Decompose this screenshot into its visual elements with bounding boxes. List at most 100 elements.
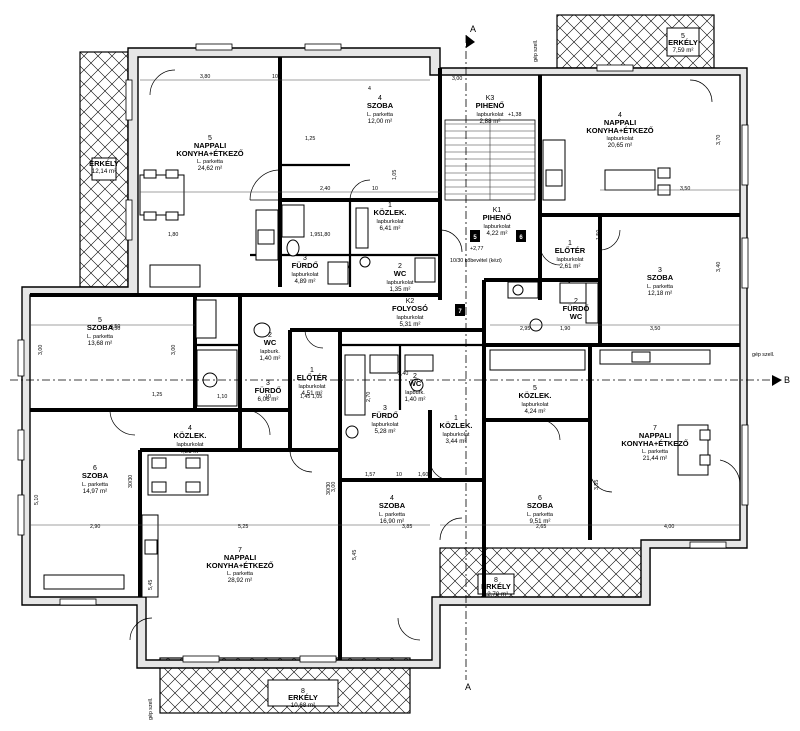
room-number: K3 [486, 95, 495, 102]
room-name: KÖZLEK. [174, 431, 207, 440]
dimension-label: 30/30 [128, 475, 134, 488]
room-area: 1,40 m² [260, 355, 281, 362]
room-flooring: L. parketta [367, 112, 394, 118]
room-area: 12,00 m² [368, 118, 392, 125]
dimension-label: 2,65 [536, 524, 546, 530]
room-name: FÜRDŐ [563, 304, 590, 313]
room-flooring: L. parketta [227, 571, 254, 577]
dimension-label: 5,45 [352, 550, 358, 560]
balcony-area: 7,59 m² [673, 47, 694, 54]
room-area: 4,24 m² [525, 408, 546, 415]
room-area: 4,89 m² [295, 278, 316, 285]
dimension-label: 2,90 [90, 524, 100, 530]
room-number: 7 [653, 425, 657, 432]
dimension-label: 2,40 [320, 186, 330, 192]
axis-label-a-bottom: A [465, 682, 471, 692]
room-area: 3,44 m² [446, 438, 467, 445]
room-number: K2 [406, 298, 415, 305]
dimension-label: 1,45 [300, 394, 310, 400]
room-area: 12,18 m² [648, 290, 672, 297]
room-flooring: lapburkolat [607, 136, 634, 142]
room-name: KÖZLEK. [440, 421, 473, 430]
room-number: 5 [98, 317, 102, 324]
dimension-label: 10 [272, 74, 278, 80]
room-name: PIHENŐ [476, 101, 505, 110]
room-area: 20,65 m² [608, 142, 632, 149]
room-flooring: lapburkolat [443, 432, 470, 438]
dimension-label: 1,50 [596, 230, 602, 240]
balcony-name: ERKÉLY [481, 582, 511, 591]
room-flooring: L. parketta [82, 482, 109, 488]
room-name: ELŐTÉR [297, 373, 328, 382]
balcony-name: ERKÉLY [668, 38, 698, 47]
room-area: 4,51 m² [302, 390, 323, 397]
balcony-name: ERKÉLY [89, 159, 119, 168]
tag-6: 6 [519, 235, 523, 241]
room-area: 28,92 m² [228, 577, 252, 584]
room-name: SZOBA [379, 501, 406, 510]
room-name: WC [409, 379, 422, 388]
room-name: SZOBA [367, 101, 394, 110]
room-area: 6,06 m² [258, 396, 279, 403]
room-number: 2 [413, 373, 417, 380]
room-flooring: lapburkolat [299, 384, 326, 390]
balcony-area: 10,68 m² [291, 702, 315, 709]
staircase [444, 119, 536, 201]
room-number: 2 [574, 298, 578, 305]
room-number: 4 [618, 112, 622, 119]
note-gep-szell-top: gép szell. [533, 40, 539, 62]
room-area: 4,31 m² [180, 448, 201, 455]
room-name-secondary: KONYHA+ÉTKEZŐ [586, 126, 653, 135]
dimension-label: 1,60 [418, 472, 428, 478]
room-name: NAPPALI [224, 553, 256, 562]
dimension-label: 5,25 [238, 524, 248, 530]
dimension-label: 1,25 [305, 136, 315, 142]
room-area: 2,61 m² [560, 263, 581, 270]
tag-7: 7 [458, 309, 462, 315]
room-number: 3 [303, 255, 307, 262]
room-number: 3 [266, 380, 270, 387]
room-name: FÜRDŐ [255, 386, 282, 395]
axis-label-a-top: A [470, 24, 476, 34]
room-name: WC [264, 338, 277, 347]
room-name: KÖZLEK. [519, 391, 552, 400]
room-number: K1 [493, 207, 502, 214]
exterior-walls [21, 47, 748, 669]
room-name: FOLYOSÓ [392, 304, 428, 313]
dimension-label: 10 [265, 394, 271, 400]
room-flooring: L. parketta [379, 512, 406, 518]
room-flooring: lapburk. [260, 349, 280, 355]
dimension-label: 1,05 [392, 170, 398, 180]
interior-walls [30, 57, 740, 660]
room-name: FÜRDŐ [292, 261, 319, 270]
room-number: 1 [388, 202, 392, 209]
room-area: 4,22 m² [487, 230, 508, 237]
dimension-label: 30/30 [326, 482, 332, 495]
note-gep-szell-bottom: gép szell. [148, 698, 154, 720]
room-area: 21,44 m² [643, 455, 667, 462]
dimension-label: 2,40 [398, 371, 408, 377]
dimension-label: 1,80 [168, 232, 178, 238]
dimension-label: 3,70 [716, 135, 722, 145]
windows [17, 43, 749, 663]
dimension-label: 2,70 [366, 392, 372, 402]
room-flooring: lapburkolat [522, 402, 549, 408]
dimension-label: 1,10 [217, 394, 227, 400]
room-name: WC [394, 269, 407, 278]
room-flooring: L. parketta [647, 284, 674, 290]
dimension-label: 1,80 [320, 232, 330, 238]
balcony-area: 12,70 m² [484, 591, 508, 598]
